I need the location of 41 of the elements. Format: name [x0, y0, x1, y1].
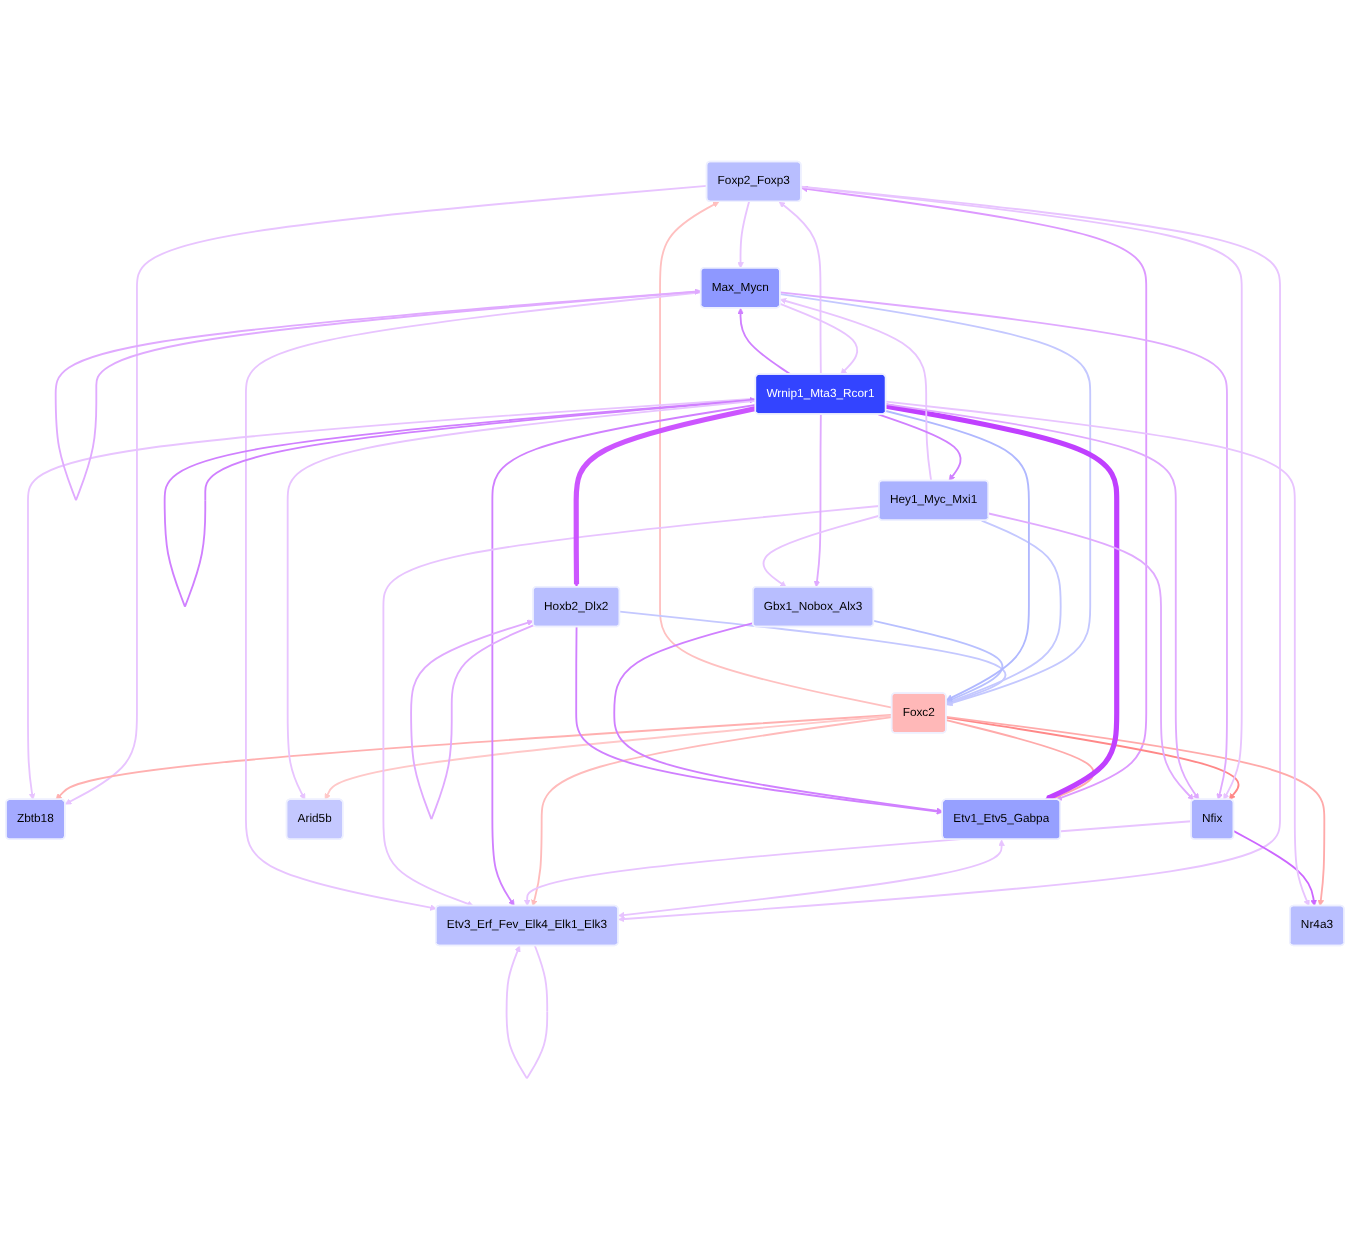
arrow [531, 716, 893, 907]
arrow [885, 410, 1030, 701]
arrow [801, 185, 1148, 801]
arrow [885, 403, 1120, 801]
arrow [618, 610, 1007, 706]
arrow [779, 291, 1228, 800]
arrow [245, 291, 702, 911]
arrow [872, 619, 1004, 703]
arrow [286, 399, 757, 800]
arrow [324, 714, 893, 800]
arrow [55, 714, 893, 800]
arrow [382, 505, 881, 907]
arrow [946, 519, 1062, 705]
arrow [737, 307, 792, 376]
arrow [410, 619, 535, 821]
arrow [800, 186, 1243, 800]
arrow [945, 715, 1326, 907]
arrow [54, 288, 702, 502]
arrow [945, 719, 1095, 801]
arrow [618, 839, 1005, 919]
arrow [505, 944, 549, 1080]
arrow [779, 293, 1092, 707]
arrow [163, 396, 757, 608]
arrow [573, 406, 757, 588]
arrow [659, 201, 893, 709]
arrow [987, 512, 1194, 801]
arrow [813, 413, 822, 588]
arrow [737, 200, 750, 269]
arrow [779, 303, 859, 375]
arrow [885, 403, 1200, 800]
arrow [877, 413, 962, 482]
arrow [945, 716, 1240, 800]
arrow [27, 397, 757, 800]
arrow [491, 404, 757, 907]
arrow [64, 184, 708, 805]
arrow [762, 514, 881, 588]
arrow [885, 400, 1310, 907]
arrow [778, 201, 822, 376]
arrow [1232, 830, 1317, 907]
arrow [779, 297, 933, 482]
arrow [618, 185, 1281, 923]
